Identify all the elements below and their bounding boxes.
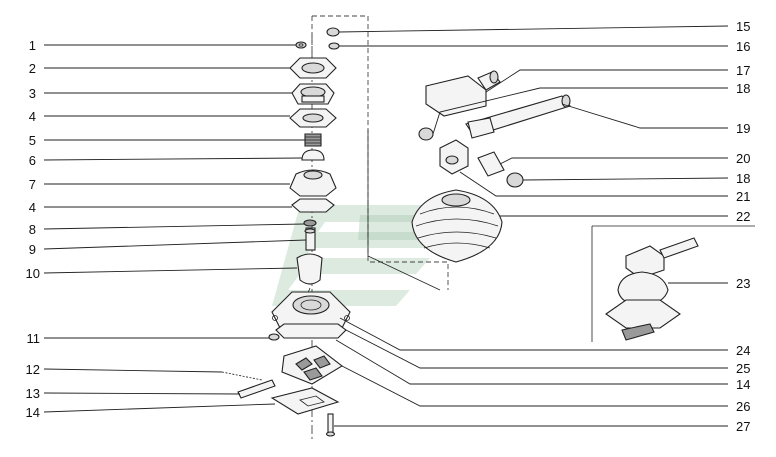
callout-20: 20: [736, 151, 750, 166]
callout-13: 13: [26, 386, 40, 401]
part-4-gasket-upper: [289, 108, 337, 128]
callout-4-upper: 4: [29, 109, 36, 124]
callout-10: 10: [26, 266, 40, 281]
callout-3: 3: [29, 86, 36, 101]
callout-14-left: 14: [26, 405, 40, 420]
callout-14-right: 14: [736, 377, 750, 392]
part-14-lower-gasket: [270, 387, 340, 415]
callout-1: 1: [29, 38, 36, 53]
callout-11: 11: [27, 331, 41, 346]
right-callout-numbers: 15 16 17 18 19 20 18 21 22 23 24 25 14 2…: [736, 19, 750, 434]
callout-12: 12: [26, 362, 40, 377]
part-15-nut: [326, 27, 340, 37]
callout-9: 9: [29, 242, 36, 257]
part-27-bolt: [325, 413, 336, 437]
callout-24: 24: [736, 343, 750, 358]
callout-25: 25: [736, 361, 750, 376]
callout-17: 17: [736, 63, 750, 78]
callout-8: 8: [29, 222, 36, 237]
callout-15: 15: [736, 19, 750, 34]
part-16-washer: [328, 42, 340, 50]
callout-18-lower: 18: [736, 171, 750, 186]
part-5-spring: [304, 133, 322, 147]
callout-2: 2: [29, 61, 36, 76]
callout-4-lower: 4: [29, 200, 36, 215]
part-13-pin: [237, 379, 276, 399]
callout-7: 7: [29, 177, 36, 192]
assembly-boundary: [311, 15, 755, 342]
part-18-bushing-upper: [418, 127, 434, 141]
part-11-small-nut: [268, 333, 280, 341]
callout-19: 19: [736, 121, 750, 136]
part-8-o-ring: [303, 219, 317, 227]
callout-18-upper: 18: [736, 81, 750, 96]
part-23-lever-assembly: [605, 237, 699, 341]
part-12-spring-pin: [221, 371, 263, 381]
callout-23: 23: [736, 276, 750, 291]
callout-21: 21: [736, 189, 750, 204]
part-25-gasket-plate: [275, 323, 347, 339]
part-4-gasket-lower: [291, 198, 335, 213]
callout-26: 26: [736, 399, 750, 414]
part-7-housing-cover: [289, 169, 337, 197]
part-20-pin: [477, 151, 505, 177]
part-1-small-nut: [295, 41, 307, 49]
leader-lines: [43, 25, 729, 427]
callout-6: 6: [29, 153, 36, 168]
callout-5: 5: [29, 133, 36, 148]
callout-27: 27: [736, 419, 750, 434]
part-2-flange-plate: [289, 57, 337, 79]
part-21-lever-joint: [439, 139, 469, 175]
part-9-shift-lever-ball: [304, 227, 316, 251]
callout-16: 16: [736, 39, 750, 54]
part-18-bushing-lower: [506, 172, 524, 188]
part-22-rubber-boot: [411, 189, 503, 263]
part-17-shift-knob: [425, 70, 501, 117]
callout-22: 22: [736, 209, 750, 224]
left-callout-numbers: 1 2 3 4 5 6 7 4 8 9 10 11 12 13 14: [26, 38, 40, 420]
part-3-bushing: [291, 83, 335, 105]
part-26-gate-plate: [281, 345, 343, 385]
part-6-cup: [301, 149, 325, 161]
part-10-lever-sleeve: [296, 253, 323, 301]
